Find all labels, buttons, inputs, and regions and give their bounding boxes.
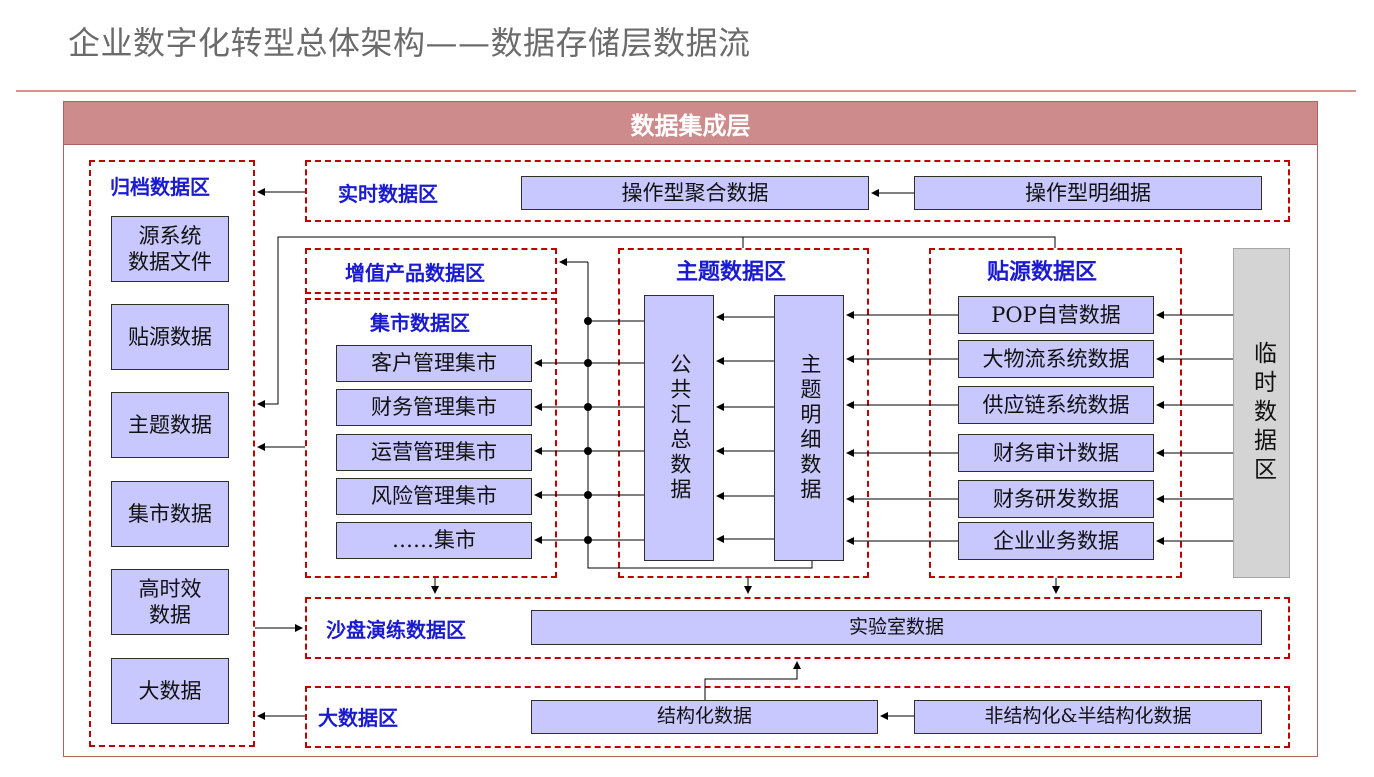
subject-detail-box: 主题明细数据 [774,295,844,561]
archive-item-big-data: 大数据 [111,658,229,724]
mart-item-other: ……集市 [336,522,532,559]
source-item-enterprise: 企业业务数据 [958,522,1154,560]
source-zone-title: 贴源数据区 [987,259,1098,285]
source-item-finance-audit: 财务审计数据 [958,434,1154,472]
mart-zone-title: 集市数据区 [370,311,470,335]
archive-zone [89,160,255,747]
mart-item-risk: 风险管理集市 [336,478,532,515]
realtime-zone [305,160,1290,222]
source-item-supply-chain: 供应链系统数据 [958,386,1154,424]
archive-item-realtime-data: 高时效 数据 [111,569,229,635]
unstructured-data-box: 非结构化&半结构化数据 [914,700,1262,734]
operational-aggregate-box: 操作型聚合数据 [521,176,869,210]
title-divider [16,90,1356,92]
sandbox-zone-title: 沙盘演练数据区 [326,618,466,642]
archive-item-mart-data: 集市数据 [111,481,229,547]
operational-detail-box: 操作型明细据 [914,176,1262,210]
archive-item-subject-data: 主题数据 [111,392,229,458]
mart-item-operations: 运营管理集市 [336,434,532,471]
mart-item-customer: 客户管理集市 [336,345,532,382]
structured-data-box: 结构化数据 [531,700,878,734]
realtime-zone-title: 实时数据区 [338,182,438,206]
archive-zone-title: 归档数据区 [110,175,210,199]
bigdata-zone [305,686,1290,748]
value-added-zone-title: 增值产品数据区 [345,261,485,285]
bigdata-zone-title: 大数据区 [318,706,398,730]
archive-item-source-files: 源系统 数据文件 [111,216,229,282]
source-item-pop: POP自营数据 [958,296,1154,334]
source-zone [929,248,1182,578]
lab-data-box: 实验室数据 [531,610,1262,645]
temporary-data-zone: 临时数据区 [1233,248,1290,578]
source-item-logistics: 大物流系统数据 [958,340,1154,378]
source-item-finance-rd: 财务研发数据 [958,480,1154,518]
subject-zone-title: 主题数据区 [676,259,787,285]
public-summary-box: 公共汇总数据 [644,295,714,561]
integration-layer-header: 数据集成层 [63,101,1318,145]
page-title: 企业数字化转型总体架构——数据存储层数据流 [68,24,751,62]
sandbox-zone [305,597,1290,659]
mart-item-finance: 财务管理集市 [336,389,532,426]
archive-item-source-data: 贴源数据 [111,304,229,370]
